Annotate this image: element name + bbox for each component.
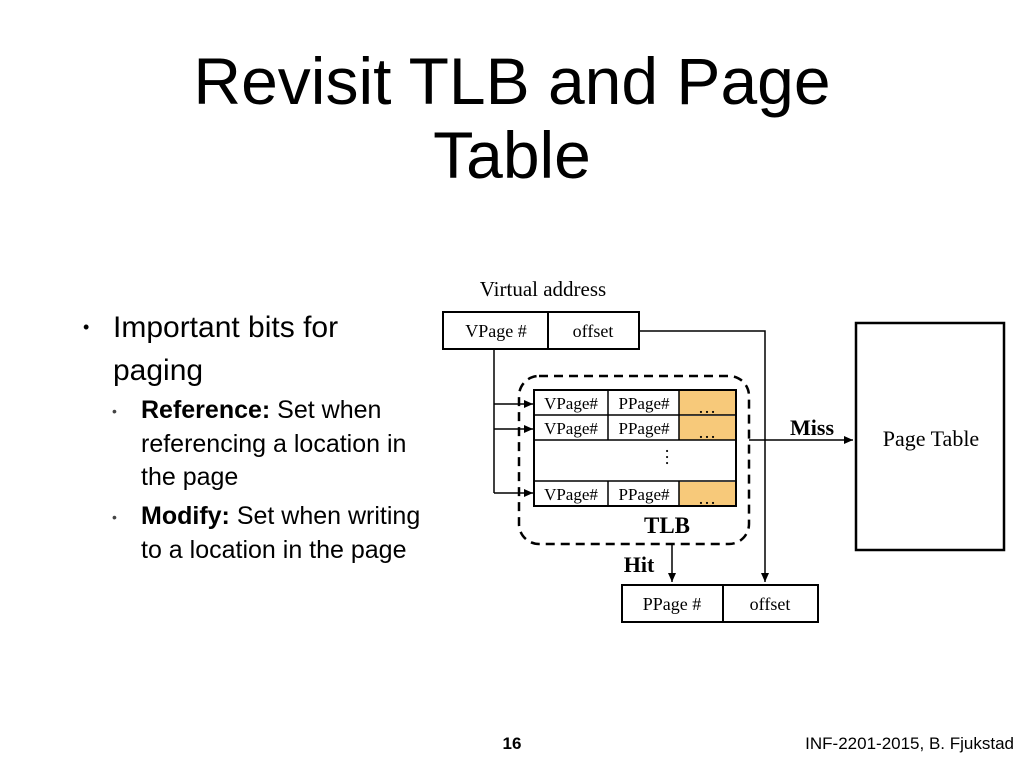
footer-credit: INF-2201-2015, B. Fjukstad <box>805 734 1014 753</box>
slide-title-line-2: Table <box>433 118 591 192</box>
tlb-label: TLB <box>644 513 690 538</box>
virtual-address-label: Virtual address <box>480 277 606 301</box>
sub-bullet-dot-icon: • <box>112 403 117 419</box>
tlb-gap-ellipsis: … <box>662 448 682 466</box>
sub-bullet-modify-desc: Set when writing to a location in the pa… <box>141 502 421 564</box>
sub-bullet-modify: • Modify: Set when writing to a location… <box>112 500 430 600</box>
page-table-box <box>854 321 1006 552</box>
tlb-row-3-vpage: VPage# <box>544 485 598 504</box>
sub-bullet-modify-term: Modify: <box>141 502 230 530</box>
offset-field-label: offset <box>573 321 614 341</box>
offset-passthrough-arrow <box>639 330 769 582</box>
sub-bullet-reference-text: Reference: Set when referencing a locati… <box>141 394 430 494</box>
miss-label: Miss <box>790 415 834 440</box>
hit-label: Hit <box>624 552 655 577</box>
tlb-row-1-extra-cell <box>679 391 735 415</box>
tlb-row-2-ppage: PPage# <box>619 419 671 438</box>
tlb-row-1-ppage: PPage# <box>619 394 671 413</box>
sub-bullet-modify-text: Modify: Set when writing to a location i… <box>141 500 430 567</box>
page-table-label: Page Table <box>883 426 979 451</box>
tlb-row-1-vpage: VPage# <box>544 394 598 413</box>
tlb-row-1-extra: … <box>698 397 716 417</box>
page-number: 16 <box>502 734 522 753</box>
result-ppage-label: PPage # <box>643 594 702 614</box>
vpage-field-label: VPage # <box>465 321 527 341</box>
sub-bullet-dot-icon: • <box>112 509 117 525</box>
tlb-row-3-extra: … <box>698 488 716 508</box>
tlb-boundary <box>517 374 751 546</box>
tlb-row-2-extra-cell <box>679 416 735 440</box>
result-offset-label: offset <box>750 594 791 614</box>
sub-bullet-reference-desc: Set when referencing a location in the p… <box>141 396 407 491</box>
sub-bullet-reference: • Reference: Set when referencing a loca… <box>112 394 430 494</box>
slide-title: Revisit TLB and Page Table <box>112 44 912 192</box>
virtual-address-box <box>442 311 640 350</box>
sub-bullet-reference-term: Reference: <box>141 396 271 424</box>
tlb-row-2-vpage: VPage# <box>544 419 598 438</box>
tlb-row-3-extra-cell <box>679 482 735 505</box>
bullet-main-text: Important bits for paging <box>113 311 339 387</box>
tlb-row-3-ppage: PPage# <box>619 485 671 504</box>
tlb-table: VPage# PPage# … VPage# PPage# … … VPage#… <box>533 389 737 508</box>
slide-title-line-1: Revisit TLB and Page <box>193 44 831 118</box>
physical-address-box <box>621 584 819 623</box>
tlb-row-2-extra: … <box>698 422 716 442</box>
bullet-dot-icon: • <box>83 317 90 337</box>
